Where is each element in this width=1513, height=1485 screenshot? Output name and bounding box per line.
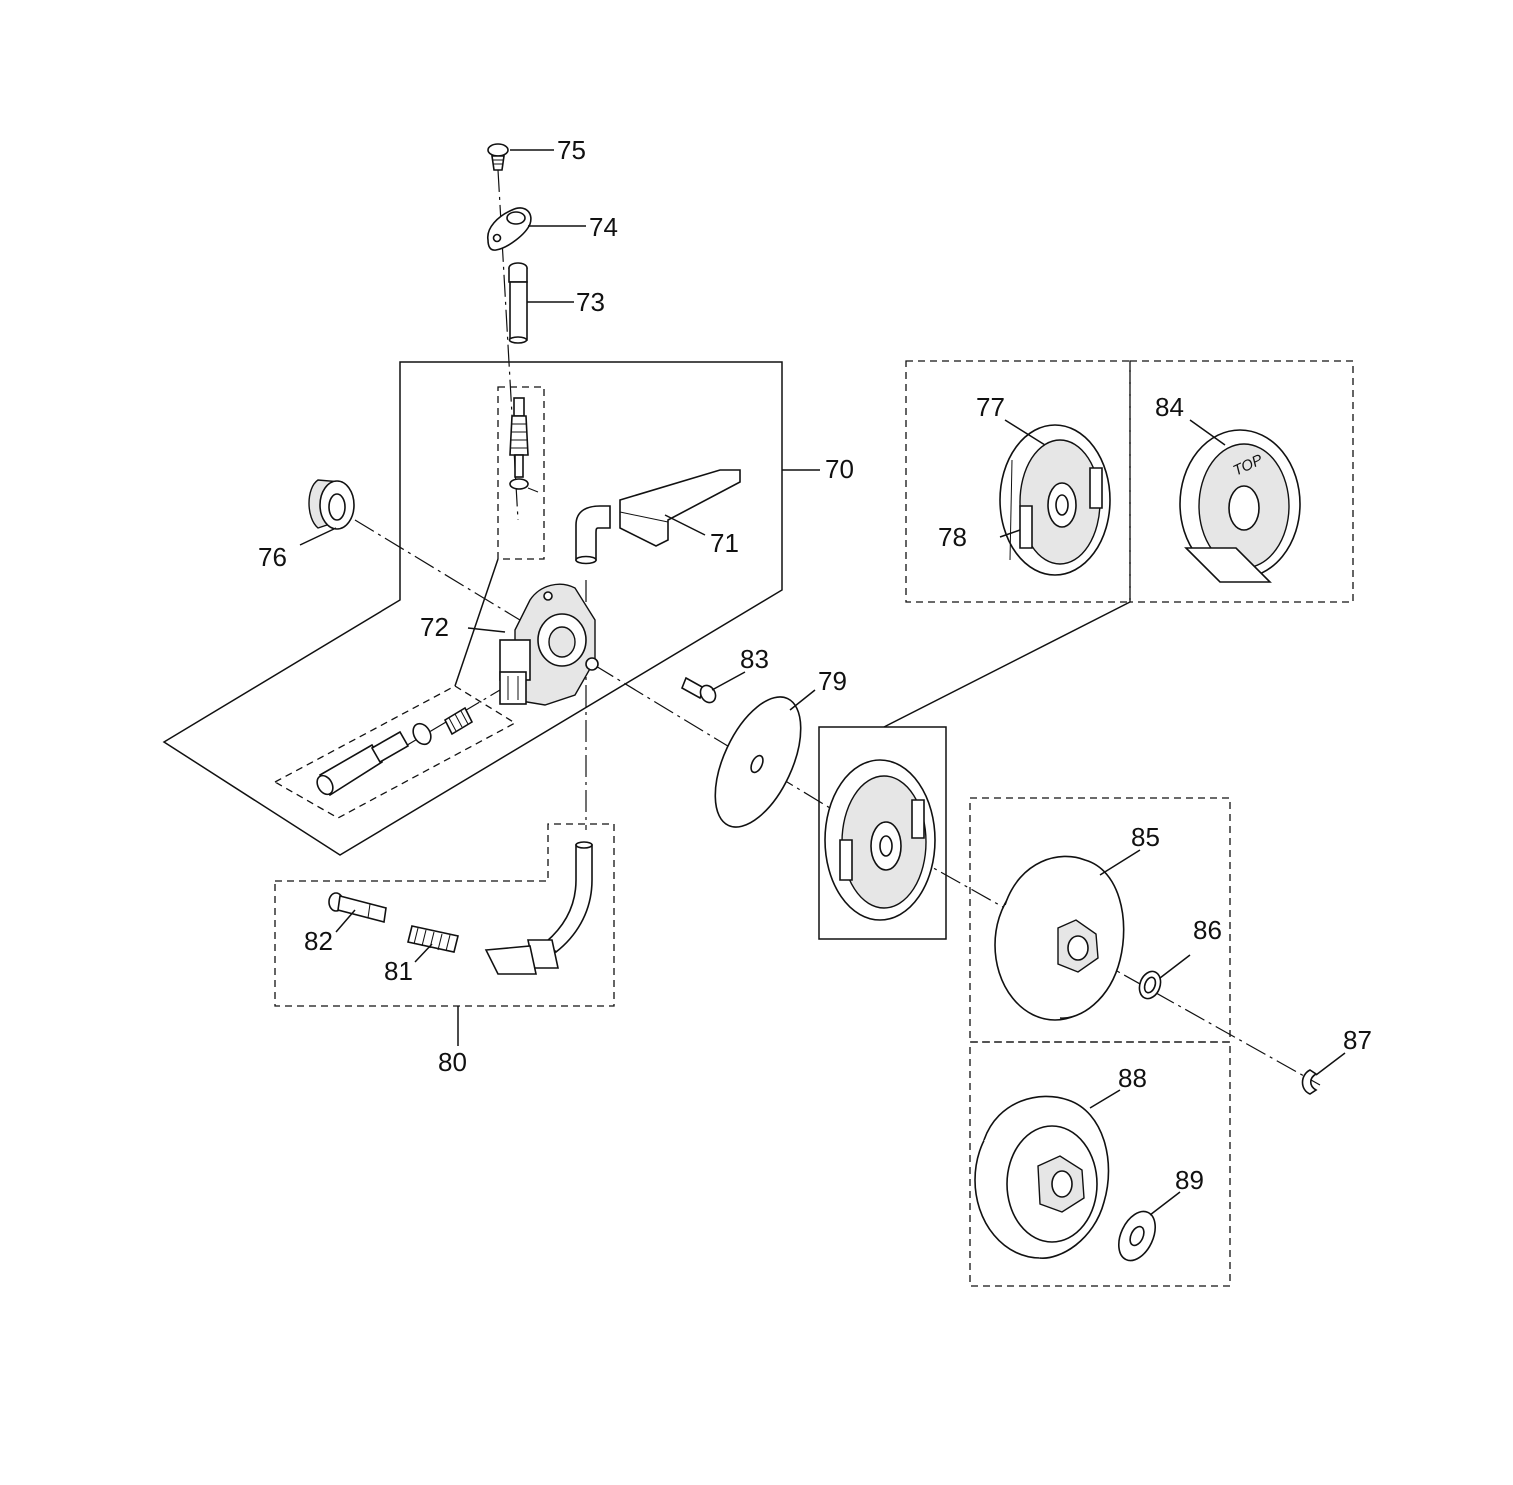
clutch-84: TOP	[1179, 429, 1301, 583]
washer-plate-79	[714, 696, 802, 828]
callout-labels: 75 74 73 70 71 76 72 83 79 77 78 84 85 8…	[258, 135, 1372, 1195]
pump-valve-dashed-box	[497, 386, 545, 560]
callout-85: 85	[1131, 822, 1160, 852]
callout-73: 73	[576, 287, 605, 317]
callout-83: 83	[740, 644, 769, 674]
washer-86	[1138, 970, 1162, 1000]
callout-88: 88	[1118, 1063, 1147, 1093]
hose-80	[484, 841, 593, 975]
bearing-76	[308, 479, 355, 530]
callout-79: 79	[818, 666, 847, 696]
callout-80: 80	[438, 1047, 467, 1077]
callout-86: 86	[1193, 915, 1222, 945]
callout-72: 72	[420, 612, 449, 642]
clutch-option-84-box	[1129, 360, 1354, 603]
drum-88	[974, 1095, 1110, 1259]
pin-73	[508, 262, 528, 344]
clutch-main	[824, 759, 936, 921]
screw-83	[680, 676, 717, 704]
spring-81	[407, 925, 459, 953]
assembly-70-outline	[162, 361, 783, 856]
callout-87: 87	[1343, 1025, 1372, 1055]
fitting-82	[328, 892, 387, 924]
pump-valve-stem	[509, 397, 539, 493]
hose-kit-80-dashed-box	[274, 823, 615, 1007]
callout-89: 89	[1175, 1165, 1204, 1195]
clutch-77	[999, 424, 1111, 576]
callout-71: 71	[710, 528, 739, 558]
pipe-71	[575, 469, 741, 565]
callout-74: 74	[589, 212, 618, 242]
drum-85	[994, 855, 1125, 1021]
callout-78: 78	[938, 522, 967, 552]
callout-84: 84	[1155, 392, 1184, 422]
pump-plunger	[316, 706, 474, 797]
callout-82: 82	[304, 926, 333, 956]
screw-75	[487, 143, 509, 171]
callout-70: 70	[825, 454, 854, 484]
plate-74	[487, 207, 532, 251]
callout-77: 77	[976, 392, 1005, 422]
callout-75: 75	[557, 135, 586, 165]
pump-body-72	[499, 583, 599, 706]
leader-lines	[299, 149, 1346, 1216]
pump-plunger-dashed-box	[273, 685, 517, 819]
callout-81: 81	[384, 956, 413, 986]
clutch-box	[818, 726, 947, 940]
callout-76: 76	[258, 542, 287, 572]
clutch-option-77-box	[905, 360, 1131, 603]
washer-89	[1118, 1210, 1156, 1262]
circlip-87	[1301, 1069, 1318, 1095]
